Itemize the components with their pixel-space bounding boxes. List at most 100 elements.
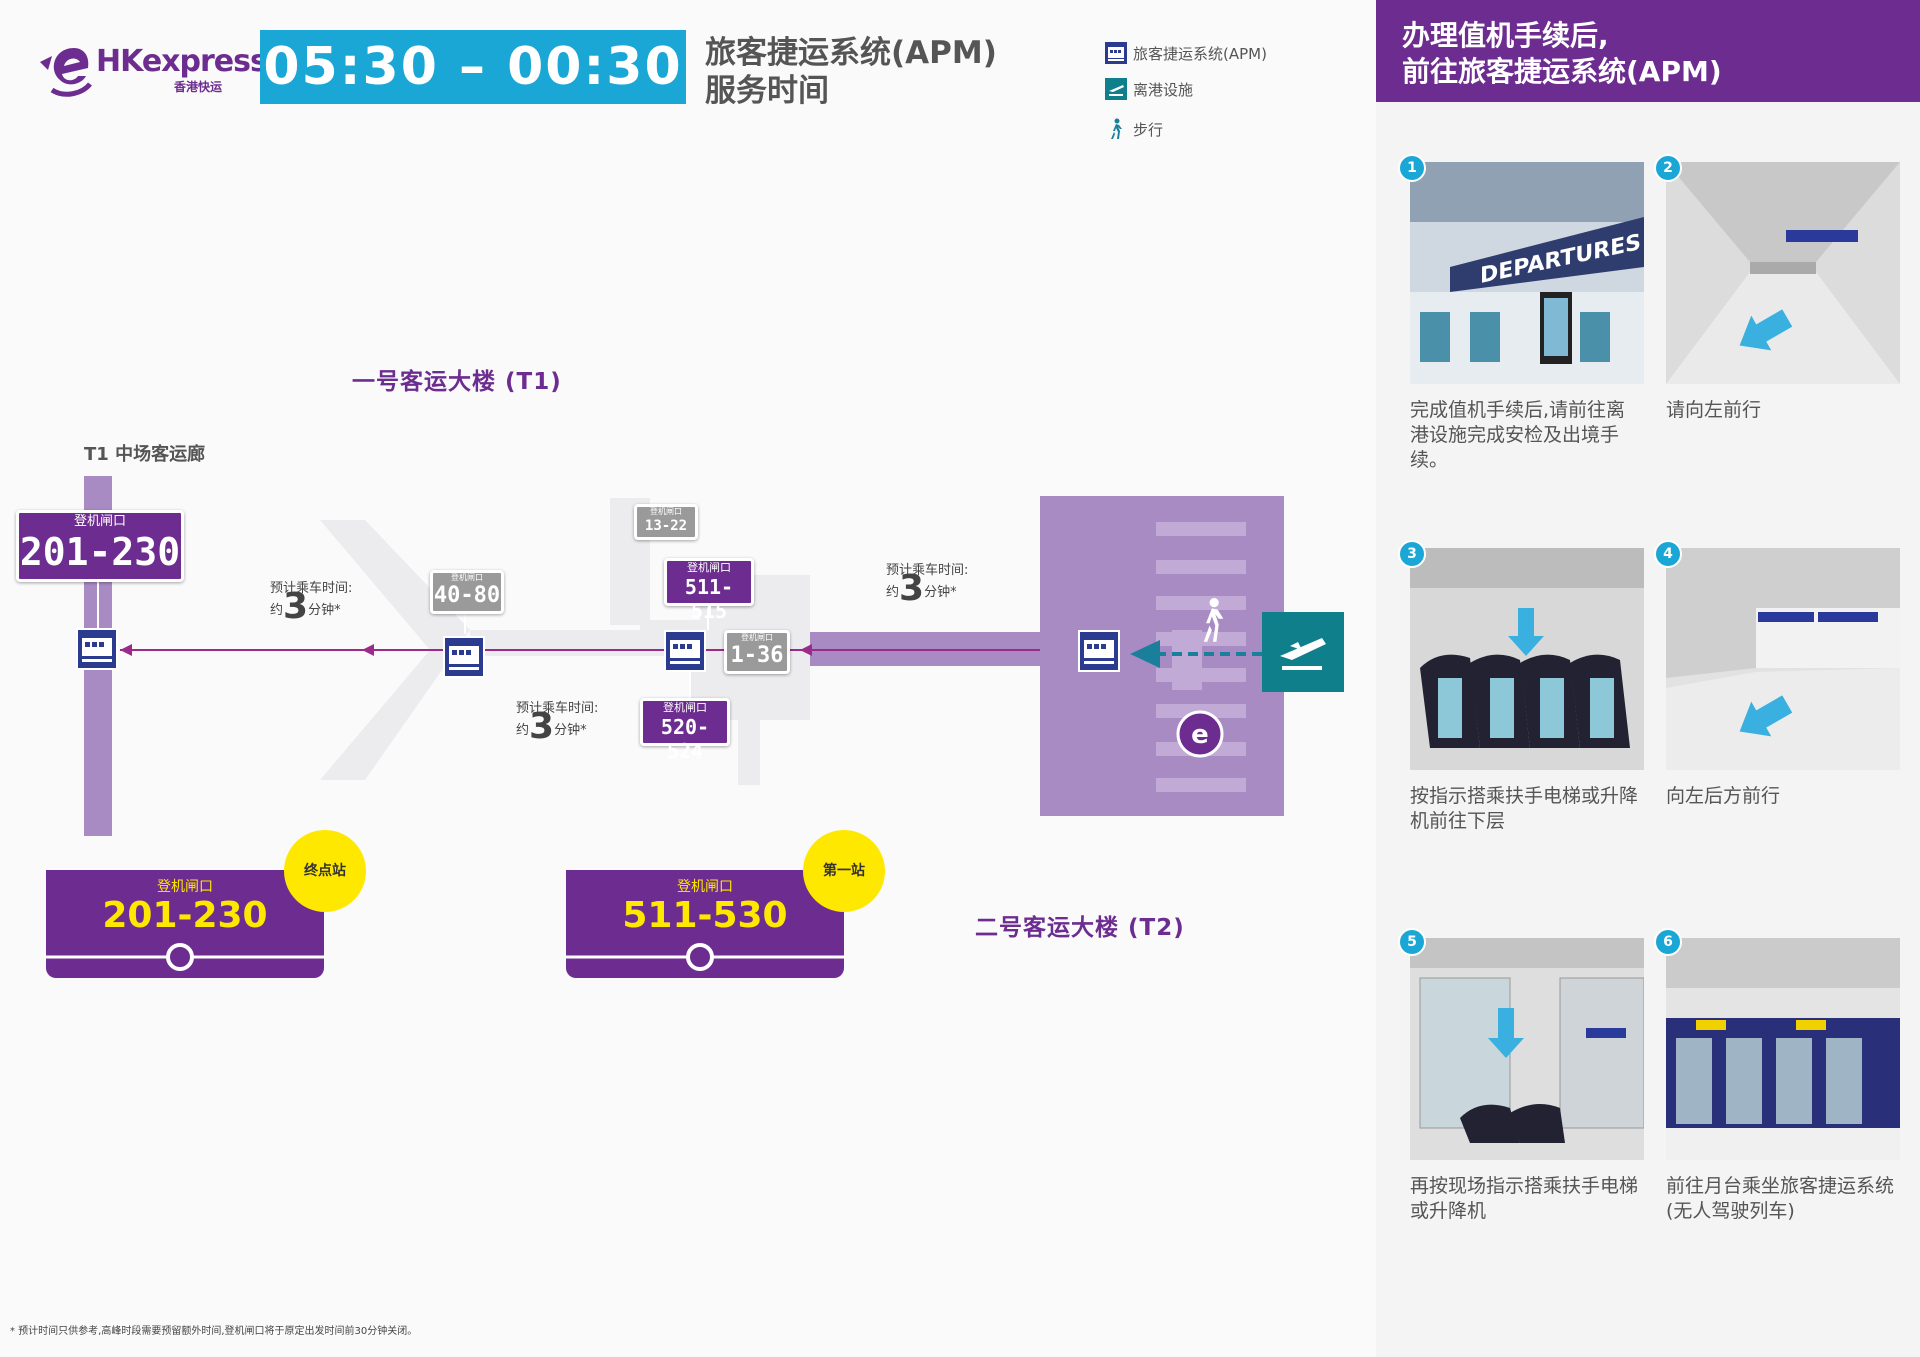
gate-small-label: 登机闸口 — [741, 633, 773, 642]
station-line — [46, 943, 324, 971]
hkexpress-logo: HKexpress 香港快运 — [34, 40, 268, 100]
step-4-number: 4 — [1654, 540, 1682, 568]
eta-unit: 分钟* — [924, 585, 957, 600]
eta-about: 约 — [516, 723, 530, 738]
step-6-caption: 前往月台乘坐旅客捷运系统(无人驾驶列车) — [1666, 1175, 1895, 1222]
svg-text:e: e — [1191, 720, 1209, 750]
step-5-photo — [1410, 938, 1644, 1160]
gate-small-label: 登机闸口 — [650, 507, 682, 516]
step-2-number: 2 — [1654, 154, 1682, 182]
platform-image — [1666, 938, 1900, 1160]
eta-unit: 分钟* — [554, 723, 587, 738]
t1-midfield-label: T1 中场客运廊 — [84, 444, 206, 465]
station-gate-small: 登机闸口 — [157, 879, 213, 895]
eta-t1: 预计乘车时间: 约3分钟* — [516, 700, 599, 745]
eta-t2: 预计乘车时间: 约3分钟* — [886, 562, 969, 607]
apm-title-line1: 旅客捷运系统(APM) — [705, 35, 997, 71]
eta-number: 3 — [529, 706, 555, 747]
step-1-number: 1 — [1398, 154, 1426, 182]
gate-tag-520-524: 登机闸口 520-524 — [640, 698, 730, 763]
departure-icon — [1105, 78, 1127, 100]
footnote: * 预计时间只供参考,高峰时段需要预留额外时间,登机闸口将于原定出发时间前30分… — [10, 1326, 418, 1337]
gate-tag-511-515: 登机闸口 511-515 — [664, 558, 754, 623]
apm-train-icon — [443, 636, 485, 678]
departure-icon — [1262, 612, 1344, 692]
apm-train-icon — [1078, 630, 1120, 672]
gate-small-label: 登机闸口 — [663, 701, 707, 714]
eta-about: 约 — [270, 603, 284, 618]
eta-label: 预计乘车时间: — [886, 563, 969, 578]
step-3-photo — [1410, 548, 1644, 770]
gate-small-label: 登机闸口 — [451, 573, 483, 582]
station-gate-range: 511-530 — [622, 895, 788, 936]
panel-title-line1: 办理值机手续后, — [1402, 19, 1609, 52]
service-hours: 05:30 – 00:30 — [260, 30, 686, 104]
legend-walk: 步行 — [1105, 118, 1163, 140]
gate-small-label: 登机闸口 — [687, 561, 731, 574]
gate-tag-40-80: 登机闸口 40-80 — [430, 570, 504, 614]
step-2-photo — [1666, 162, 1900, 384]
route-map — [84, 476, 1284, 836]
step-3-caption: 按指示搭乘扶手电梯或升降机前往下层 — [1410, 785, 1639, 832]
station-line — [566, 943, 844, 971]
station-card-end: 登机闸口 201-230 — [46, 870, 324, 978]
station-gate-small: 登机闸口 — [677, 879, 733, 895]
apm-title: 旅客捷运系统(APM) 服务时间 — [705, 34, 997, 110]
legend-departure: 离港设施 — [1105, 78, 1193, 100]
gate-number: 201-230 — [19, 530, 181, 574]
eta-number: 3 — [899, 568, 925, 609]
apm-train-icon — [76, 628, 118, 670]
step-1-photo: DEPARTURES — [1410, 162, 1644, 384]
corridor-left-image — [1666, 548, 1900, 770]
legend-apm-label: 旅客捷运系统(APM) — [1133, 44, 1267, 63]
station-gate-range: 201-230 — [102, 895, 268, 936]
legend-walk-label: 步行 — [1133, 120, 1164, 139]
step-4-caption: 向左后方前行 — [1666, 785, 1781, 807]
gate-tag-13-22: 登机闸口 13-22 — [634, 504, 698, 540]
step-1-caption: 完成值机手续后,请前往离港设施完成安检及出境手续。 — [1410, 399, 1626, 471]
brand-sub: 香港快运 — [174, 80, 223, 94]
gate-number: 13-22 — [644, 518, 688, 534]
departures-hall-image: DEPARTURES — [1410, 162, 1644, 384]
t2-label: 二号客运大楼 (T2) — [975, 915, 1185, 941]
gate-number: 1-36 — [730, 643, 784, 668]
eta-number: 3 — [283, 586, 309, 627]
step-4-photo — [1666, 548, 1900, 770]
step-2-caption: 请向左前行 — [1666, 399, 1762, 421]
station-card-first: 登机闸口 511-530 — [566, 870, 844, 978]
corridor-image — [1666, 162, 1900, 384]
terminus-badge: 终点站 — [284, 830, 366, 912]
gate-number: 40-80 — [433, 583, 501, 608]
train-icon — [1105, 42, 1127, 64]
escalator-down-image — [1410, 938, 1644, 1160]
panel-title: 办理值机手续后, 前往旅客捷运系统(APM) — [1376, 0, 1920, 102]
t1-label: 一号客运大楼 (T1) — [352, 369, 562, 395]
apm-train-icon — [664, 630, 706, 672]
eta-unit: 分钟* — [308, 603, 341, 618]
eta-t1-midfield: 预计乘车时间: 约3分钟* — [270, 580, 353, 625]
apm-title-line2: 服务时间 — [705, 73, 829, 109]
walk-icon — [1203, 598, 1224, 642]
logo-e-icon — [40, 48, 92, 97]
eta-label: 预计乘车时间: — [270, 581, 353, 596]
walk-icon — [1111, 118, 1122, 139]
gate-number: 520-524 — [660, 715, 710, 763]
step-5-number: 5 — [1398, 928, 1426, 956]
step-3-number: 3 — [1398, 540, 1426, 568]
step-6-number: 6 — [1654, 928, 1682, 956]
first-stop-badge: 第一站 — [803, 830, 885, 912]
brand-name: HKexpress — [96, 44, 268, 79]
eta-label: 预计乘车时间: — [516, 701, 599, 716]
hkexpress-e-icon: e — [1176, 710, 1224, 758]
gate-small-label: 登机闸口 — [73, 514, 126, 529]
escalator-image — [1410, 548, 1644, 770]
legend-apm: 旅客捷运系统(APM) — [1105, 42, 1267, 64]
gate-tag-201-230: 登机闸口 201-230 — [16, 510, 184, 582]
step-6-photo — [1666, 938, 1900, 1160]
eta-about: 约 — [886, 585, 900, 600]
gate-tag-1-36: 登机闸口 1-36 — [724, 630, 790, 674]
step-5-caption: 再按现场指示搭乘扶手电梯或升降机 — [1410, 1175, 1639, 1222]
panel-title-line2: 前往旅客捷运系统(APM) — [1402, 55, 1722, 88]
gate-number: 511-515 — [684, 575, 734, 623]
legend-departure-label: 离港设施 — [1133, 80, 1194, 99]
